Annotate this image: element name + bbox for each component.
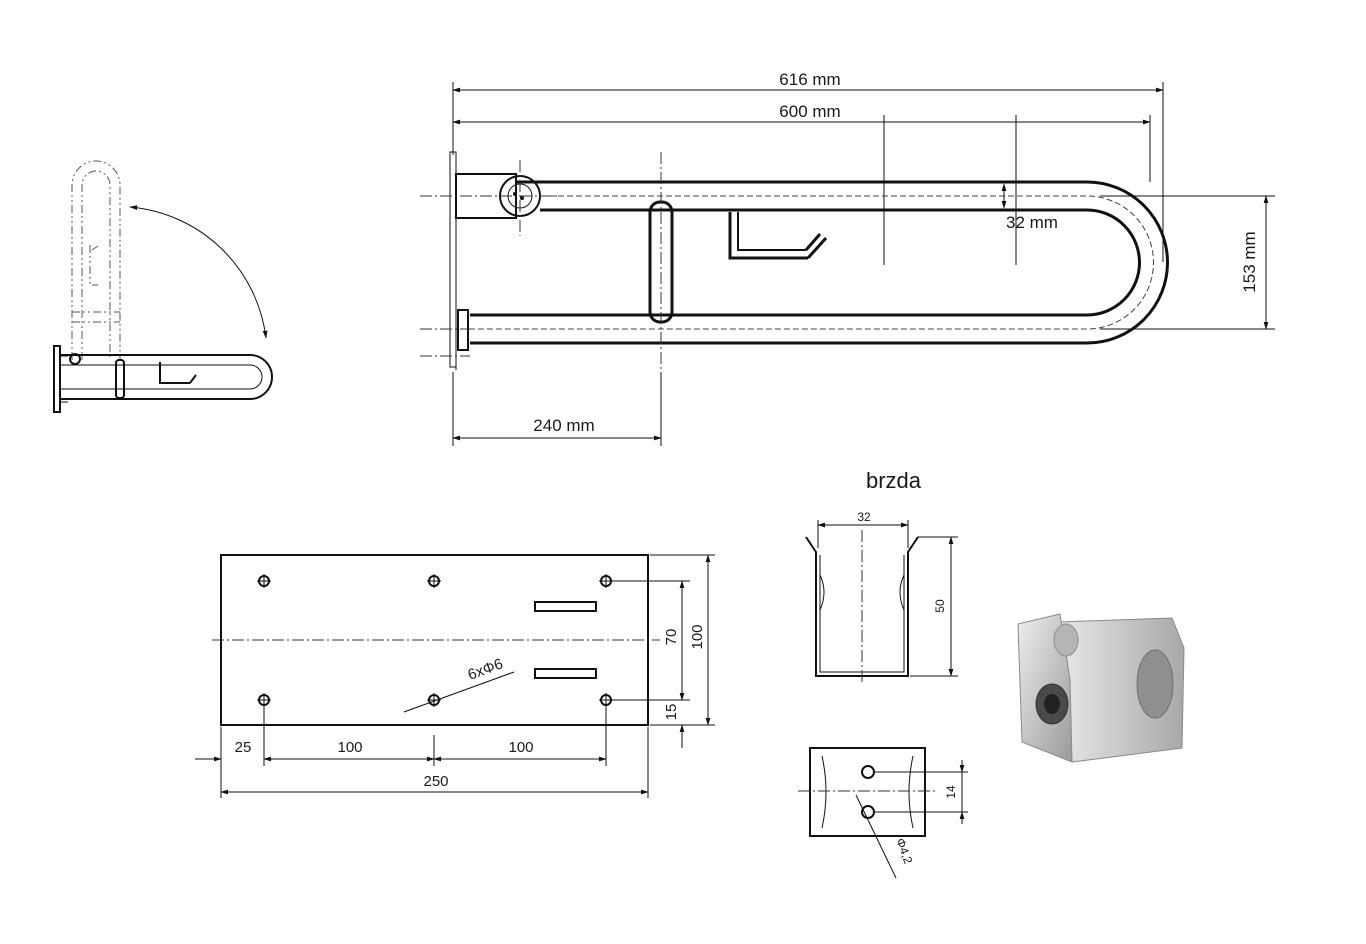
plate-holes: [257, 574, 613, 707]
dim-32mm: 32 mm: [1006, 213, 1058, 232]
side-view: [53, 160, 273, 413]
dim-100-vertical: 100: [689, 624, 706, 649]
brake-dim-14: 14: [944, 785, 958, 799]
dim-153: 153 mm: [1240, 231, 1259, 292]
dim-250: 250: [423, 773, 448, 790]
brake-photo: [1017, 613, 1185, 763]
brake-dim-50: 50: [933, 599, 947, 613]
brake-views: brzda 32 50 14 Φ4,2: [798, 468, 968, 879]
dim-25: 25: [235, 739, 252, 756]
mounting-plate-view: 6xΦ6 70 100 15 25 100 100 250: [195, 554, 715, 798]
dim-600: 600 mm: [779, 102, 840, 121]
dim-100-b: 100: [508, 739, 533, 756]
brake-hole-callout: Φ4,2: [893, 836, 915, 866]
brake-dim-32: 32: [857, 510, 871, 524]
dim-100-a: 100: [337, 739, 362, 756]
dim-15: 15: [663, 704, 680, 721]
dim-240: 240 mm: [533, 416, 594, 435]
plate-hole-callout: 6xΦ6: [466, 655, 506, 683]
top-view: 616 mm 600 mm 32 mm 153 mm 240 mm: [420, 70, 1275, 446]
dim-70: 70: [663, 629, 680, 646]
dim-616: 616 mm: [779, 70, 840, 89]
brake-title: brzda: [866, 468, 922, 493]
